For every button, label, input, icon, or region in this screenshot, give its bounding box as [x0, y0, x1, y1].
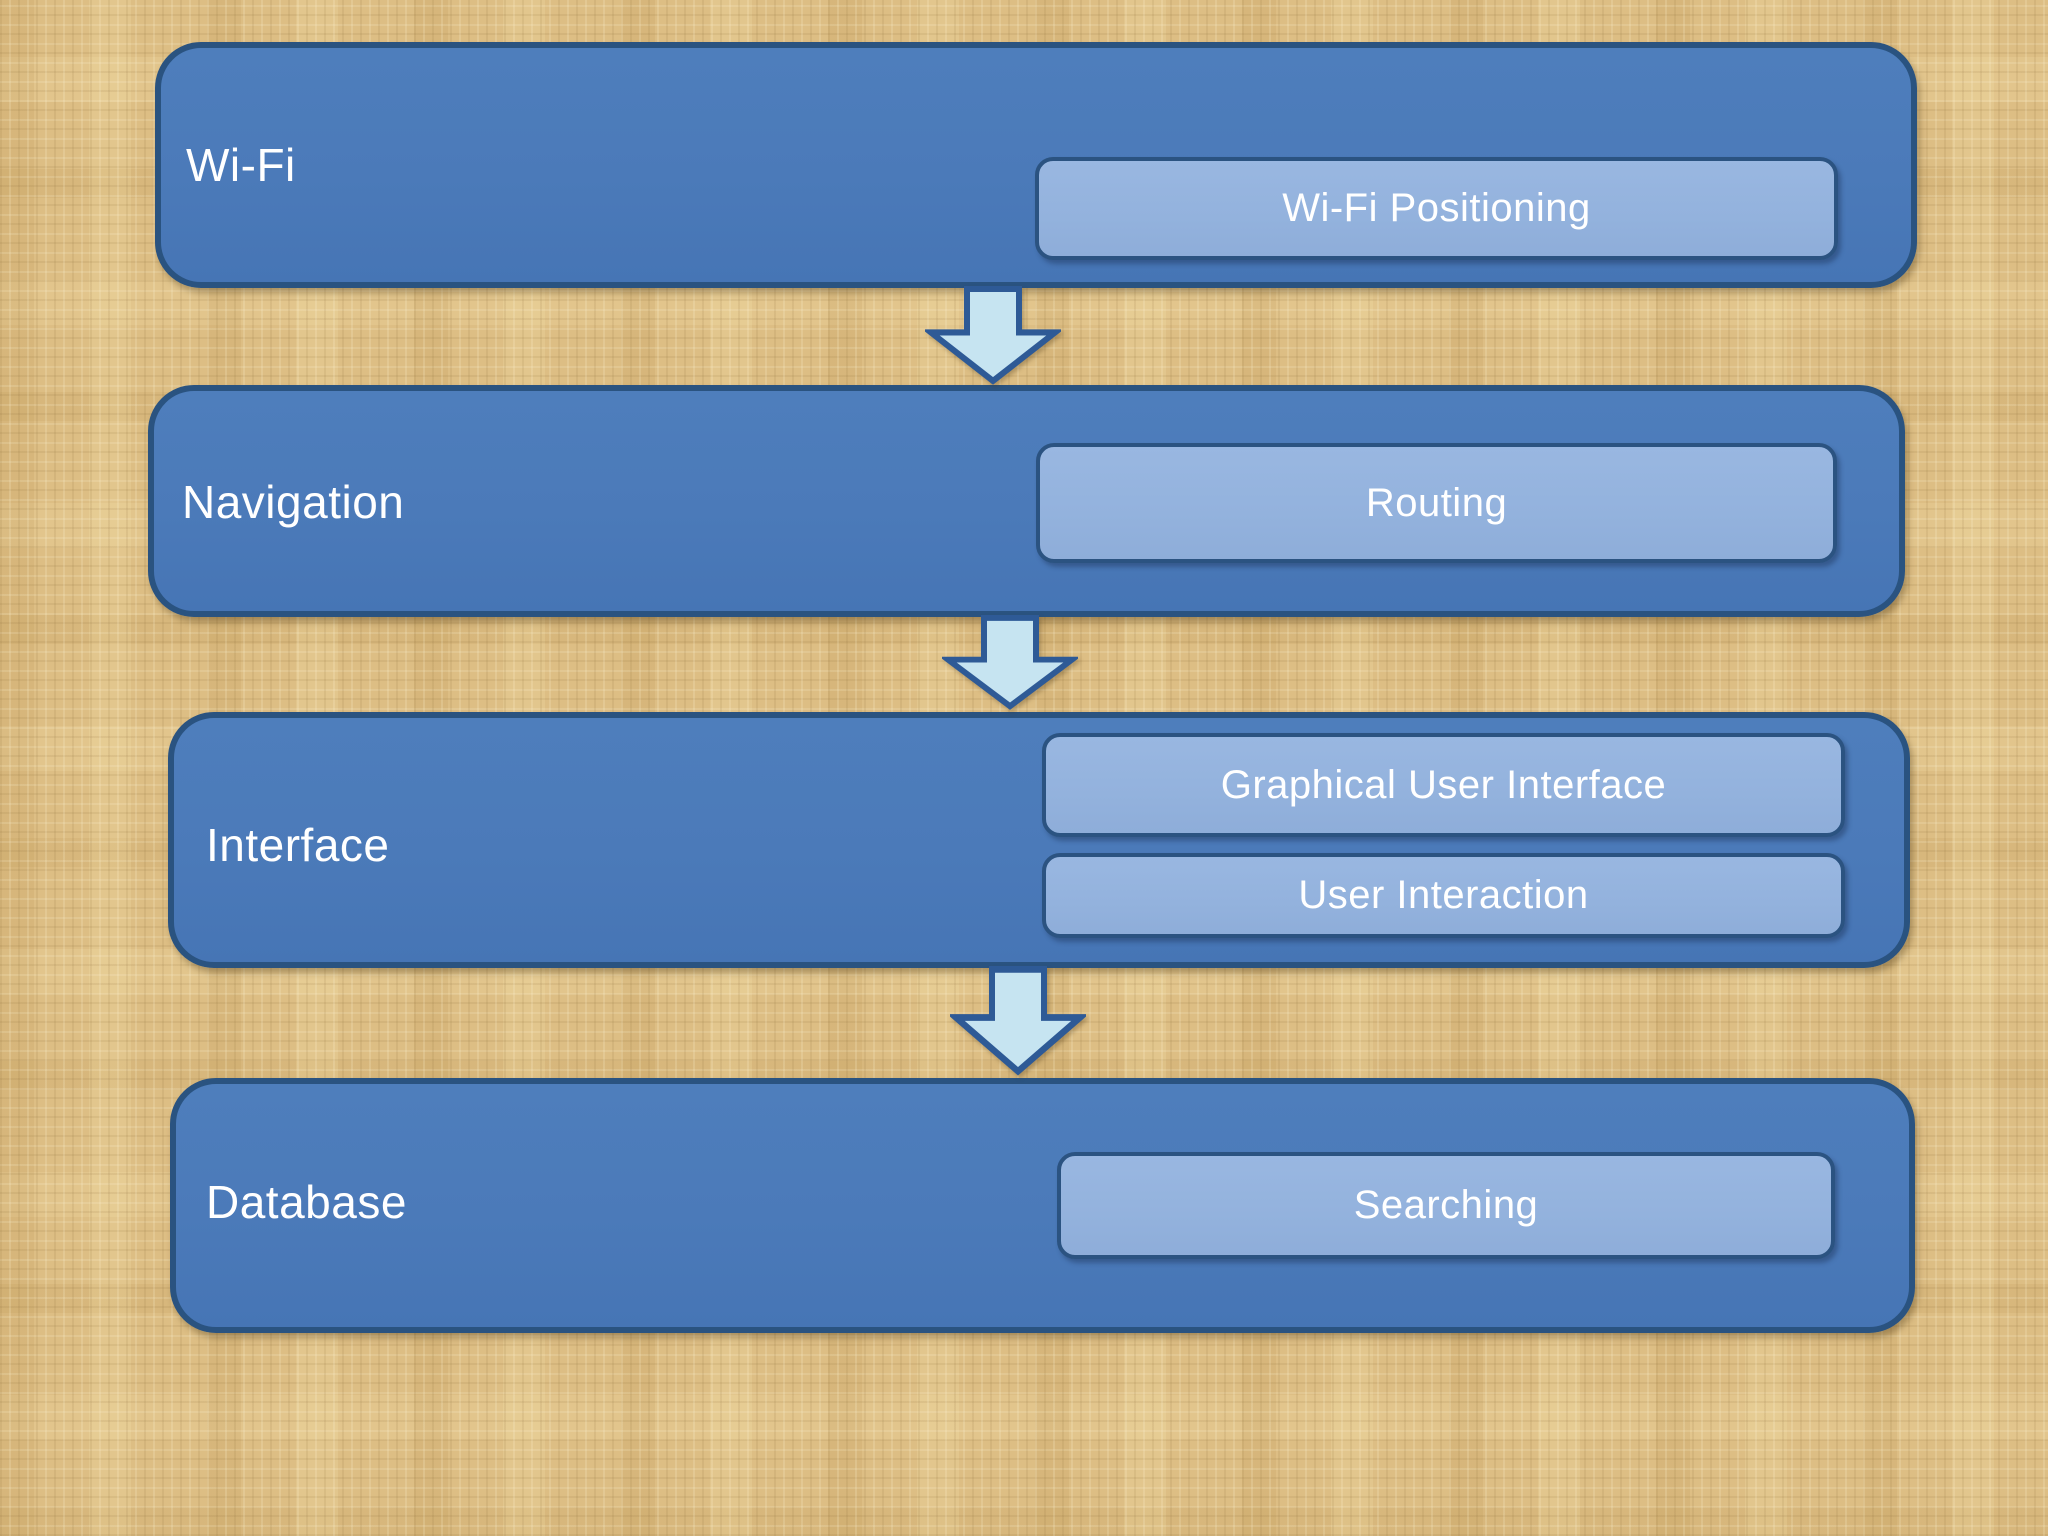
item-wifi-positioning: Wi-Fi Positioning [1035, 157, 1838, 260]
block-label-navigation: Navigation [182, 475, 405, 528]
block-label-interface: Interface [206, 818, 390, 871]
down-arrow-icon [925, 286, 1061, 387]
item-routing: Routing [1036, 443, 1837, 563]
item-graphical-user-interface: Graphical User Interface [1042, 733, 1845, 837]
item-user-interaction: User Interaction [1042, 853, 1845, 938]
item-searching: Searching [1057, 1152, 1835, 1259]
block-label-database: Database [206, 1175, 407, 1228]
block-label-wifi: Wi-Fi [186, 138, 296, 191]
down-arrow-icon [942, 615, 1078, 712]
down-arrow-icon [950, 966, 1086, 1078]
